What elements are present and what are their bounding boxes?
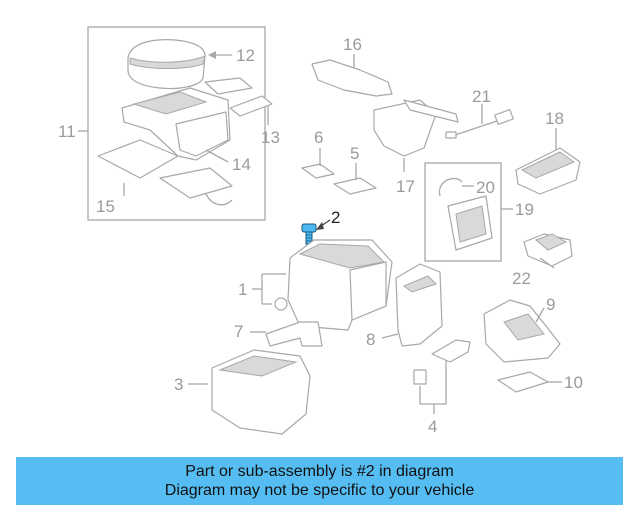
tray-part-15 [97, 139, 233, 206]
callout-2-arrow [316, 222, 324, 230]
callout-2: 2 [331, 208, 340, 227]
callout-19: 19 [515, 200, 534, 219]
callout-8-leader [381, 333, 399, 339]
callout-6: 6 [314, 128, 323, 147]
callout-8: 8 [366, 330, 375, 349]
handle-part-16 [311, 59, 393, 97]
callout-4-bracket [419, 360, 447, 405]
banner-line-2: Diagram may not be specific to your vehi… [164, 482, 475, 499]
cable-part-21 [445, 108, 514, 139]
screw-part-2 [301, 223, 317, 245]
trim-part-7 [265, 321, 323, 347]
callout-17: 17 [396, 177, 415, 196]
info-banner: Part or sub-assembly is #2 in diagram Di… [16, 457, 623, 505]
callout-22-leader [539, 257, 555, 269]
callout-21: 21 [472, 87, 491, 106]
console-body-part-1 [287, 239, 393, 331]
callout-18: 18 [545, 109, 564, 128]
callout-1: 1 [238, 280, 247, 299]
parts-diagram: 11 12 13 14 15 16 17 2 [58, 26, 583, 436]
armrest-bracket [204, 77, 253, 95]
callout-15: 15 [96, 197, 115, 216]
bracket-part-4a [431, 339, 471, 363]
pad-part-5 [333, 177, 377, 195]
callout-16: 16 [343, 35, 362, 54]
bracket-part-4b [413, 369, 427, 385]
pad-part-6 [301, 163, 335, 179]
bracket-part-22 [523, 233, 573, 267]
callout-4: 4 [428, 417, 437, 436]
callout-14: 14 [232, 155, 251, 174]
callout-22: 22 [512, 269, 531, 288]
callout-11: 11 [58, 122, 76, 141]
callout-14-leader [205, 149, 229, 163]
insert-part-20 [438, 177, 493, 251]
bin-part-3 [211, 349, 311, 435]
callout-12-arrow [208, 51, 216, 59]
callout-20: 20 [476, 178, 495, 197]
armrest-lid-part-12 [127, 39, 206, 90]
bracket-part-17 [373, 99, 459, 157]
callout-9: 9 [546, 295, 555, 314]
callout-5: 5 [350, 144, 359, 163]
armrest-clip [229, 95, 273, 117]
callout-3: 3 [174, 375, 183, 394]
callout-12: 12 [236, 46, 255, 65]
armrest-group-box [87, 26, 266, 221]
insert-group-box [424, 162, 502, 262]
callout-7: 7 [234, 322, 243, 341]
callout-13: 13 [261, 128, 280, 147]
callout-9-leader [535, 307, 545, 323]
pad-part-10 [497, 371, 549, 393]
holder-part-9 [483, 299, 561, 363]
armrest-base-part-14 [121, 87, 231, 161]
banner-line-1: Part or sub-assembly is #2 in diagram [185, 463, 454, 480]
module-part-18 [515, 147, 581, 195]
cover-part-8 [395, 263, 443, 347]
callout-10: 10 [564, 373, 583, 392]
clip-part-1 [274, 297, 288, 311]
